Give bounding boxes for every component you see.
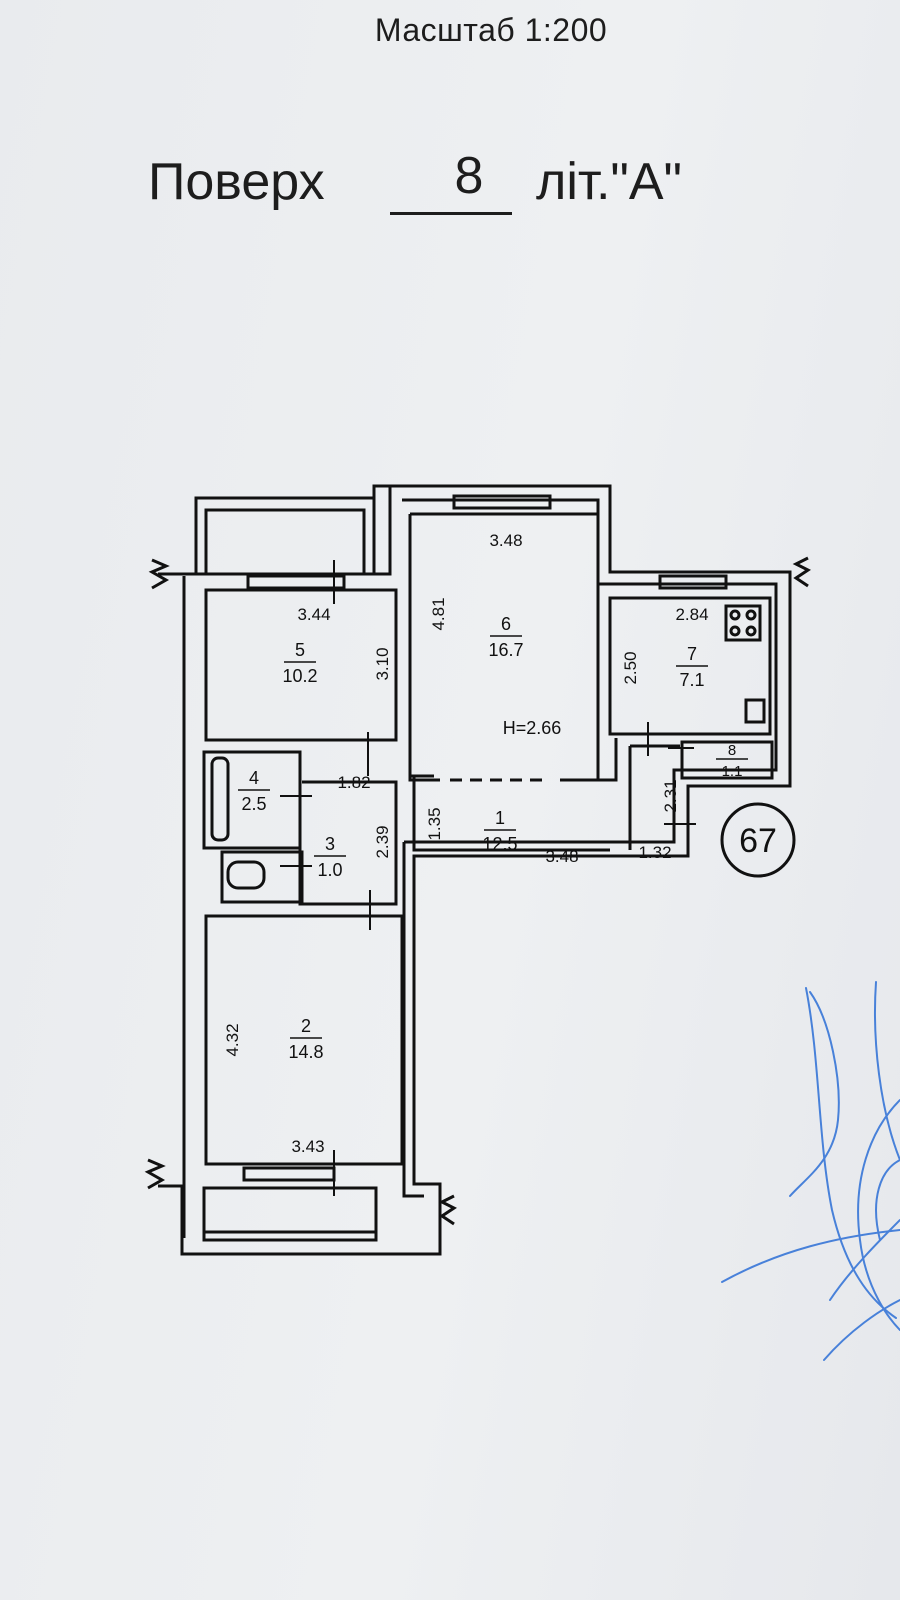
dim-wc-width: 1.82 <box>337 773 370 792</box>
room-6-number: 6 <box>501 614 511 634</box>
door-ticks <box>280 560 696 1196</box>
ceiling-height: H=2.66 <box>503 718 562 738</box>
outer-wall <box>158 484 792 1256</box>
apartment-number-circle <box>720 802 796 878</box>
room-1-number: 1 <box>495 808 505 828</box>
room-6-outline <box>410 512 600 782</box>
dim-room7-width: 2.84 <box>675 605 708 624</box>
dim-wc-length: 2.39 <box>373 825 392 858</box>
floor-number: 8 <box>454 147 484 205</box>
dim-corridor-width: 1.35 <box>425 807 444 840</box>
dim-room7-length: 2.50 <box>621 651 640 684</box>
dim-room5-width: 3.44 <box>297 605 330 624</box>
dim-room2-width: 3.43 <box>291 1137 324 1156</box>
toilet-icon <box>226 860 266 890</box>
room-3-area: 1.0 <box>317 860 342 880</box>
room-4-number: 4 <box>249 768 259 788</box>
scale-label: Масштаб 1:200 <box>374 12 608 48</box>
dim-corridor-length: 3.48 <box>545 847 578 866</box>
room-1-area: 12.5 <box>482 834 517 854</box>
room-7-area: 7.1 <box>679 670 704 690</box>
room-3-number: 3 <box>325 834 335 854</box>
dim-room2-length: 4.32 <box>223 1023 242 1056</box>
signature-stamp <box>721 981 900 1361</box>
corridor-1-outline <box>412 776 610 852</box>
balcony-top <box>194 496 376 574</box>
floor-label: Поверх <box>148 153 325 211</box>
room-8-number: 8 <box>728 742 736 759</box>
room-2-outline <box>204 914 404 1166</box>
room-8-outline <box>680 740 774 780</box>
room-2-number: 2 <box>301 1016 311 1036</box>
dim-hall-width: 1.32 <box>638 843 671 862</box>
room-7-number: 7 <box>687 644 697 664</box>
dim-room5-length: 3.10 <box>373 647 392 680</box>
apartment-number: 67 <box>739 822 777 860</box>
room-5-outline <box>204 588 398 742</box>
room-6-area: 16.7 <box>488 640 523 660</box>
room-4-area: 2.5 <box>241 794 266 814</box>
balcony-bottom <box>202 1186 378 1242</box>
room-8-area: 1.1 <box>722 763 743 780</box>
room-5-area: 10.2 <box>282 666 317 686</box>
stove-icon <box>724 604 762 642</box>
dim-room6-width: 3.48 <box>489 531 522 550</box>
bathtub-icon <box>210 756 230 842</box>
room-3-outline <box>220 850 304 904</box>
room-5-number: 5 <box>295 640 305 660</box>
letter-label: літ."А" <box>536 153 682 211</box>
room-7-outline <box>608 596 772 736</box>
room-2-area: 14.8 <box>288 1042 323 1062</box>
sink-icon <box>744 698 766 724</box>
floor-number-underline <box>390 212 512 215</box>
dim-hall-length: 2.31 <box>661 779 680 812</box>
dim-room6-length: 4.81 <box>429 597 448 630</box>
